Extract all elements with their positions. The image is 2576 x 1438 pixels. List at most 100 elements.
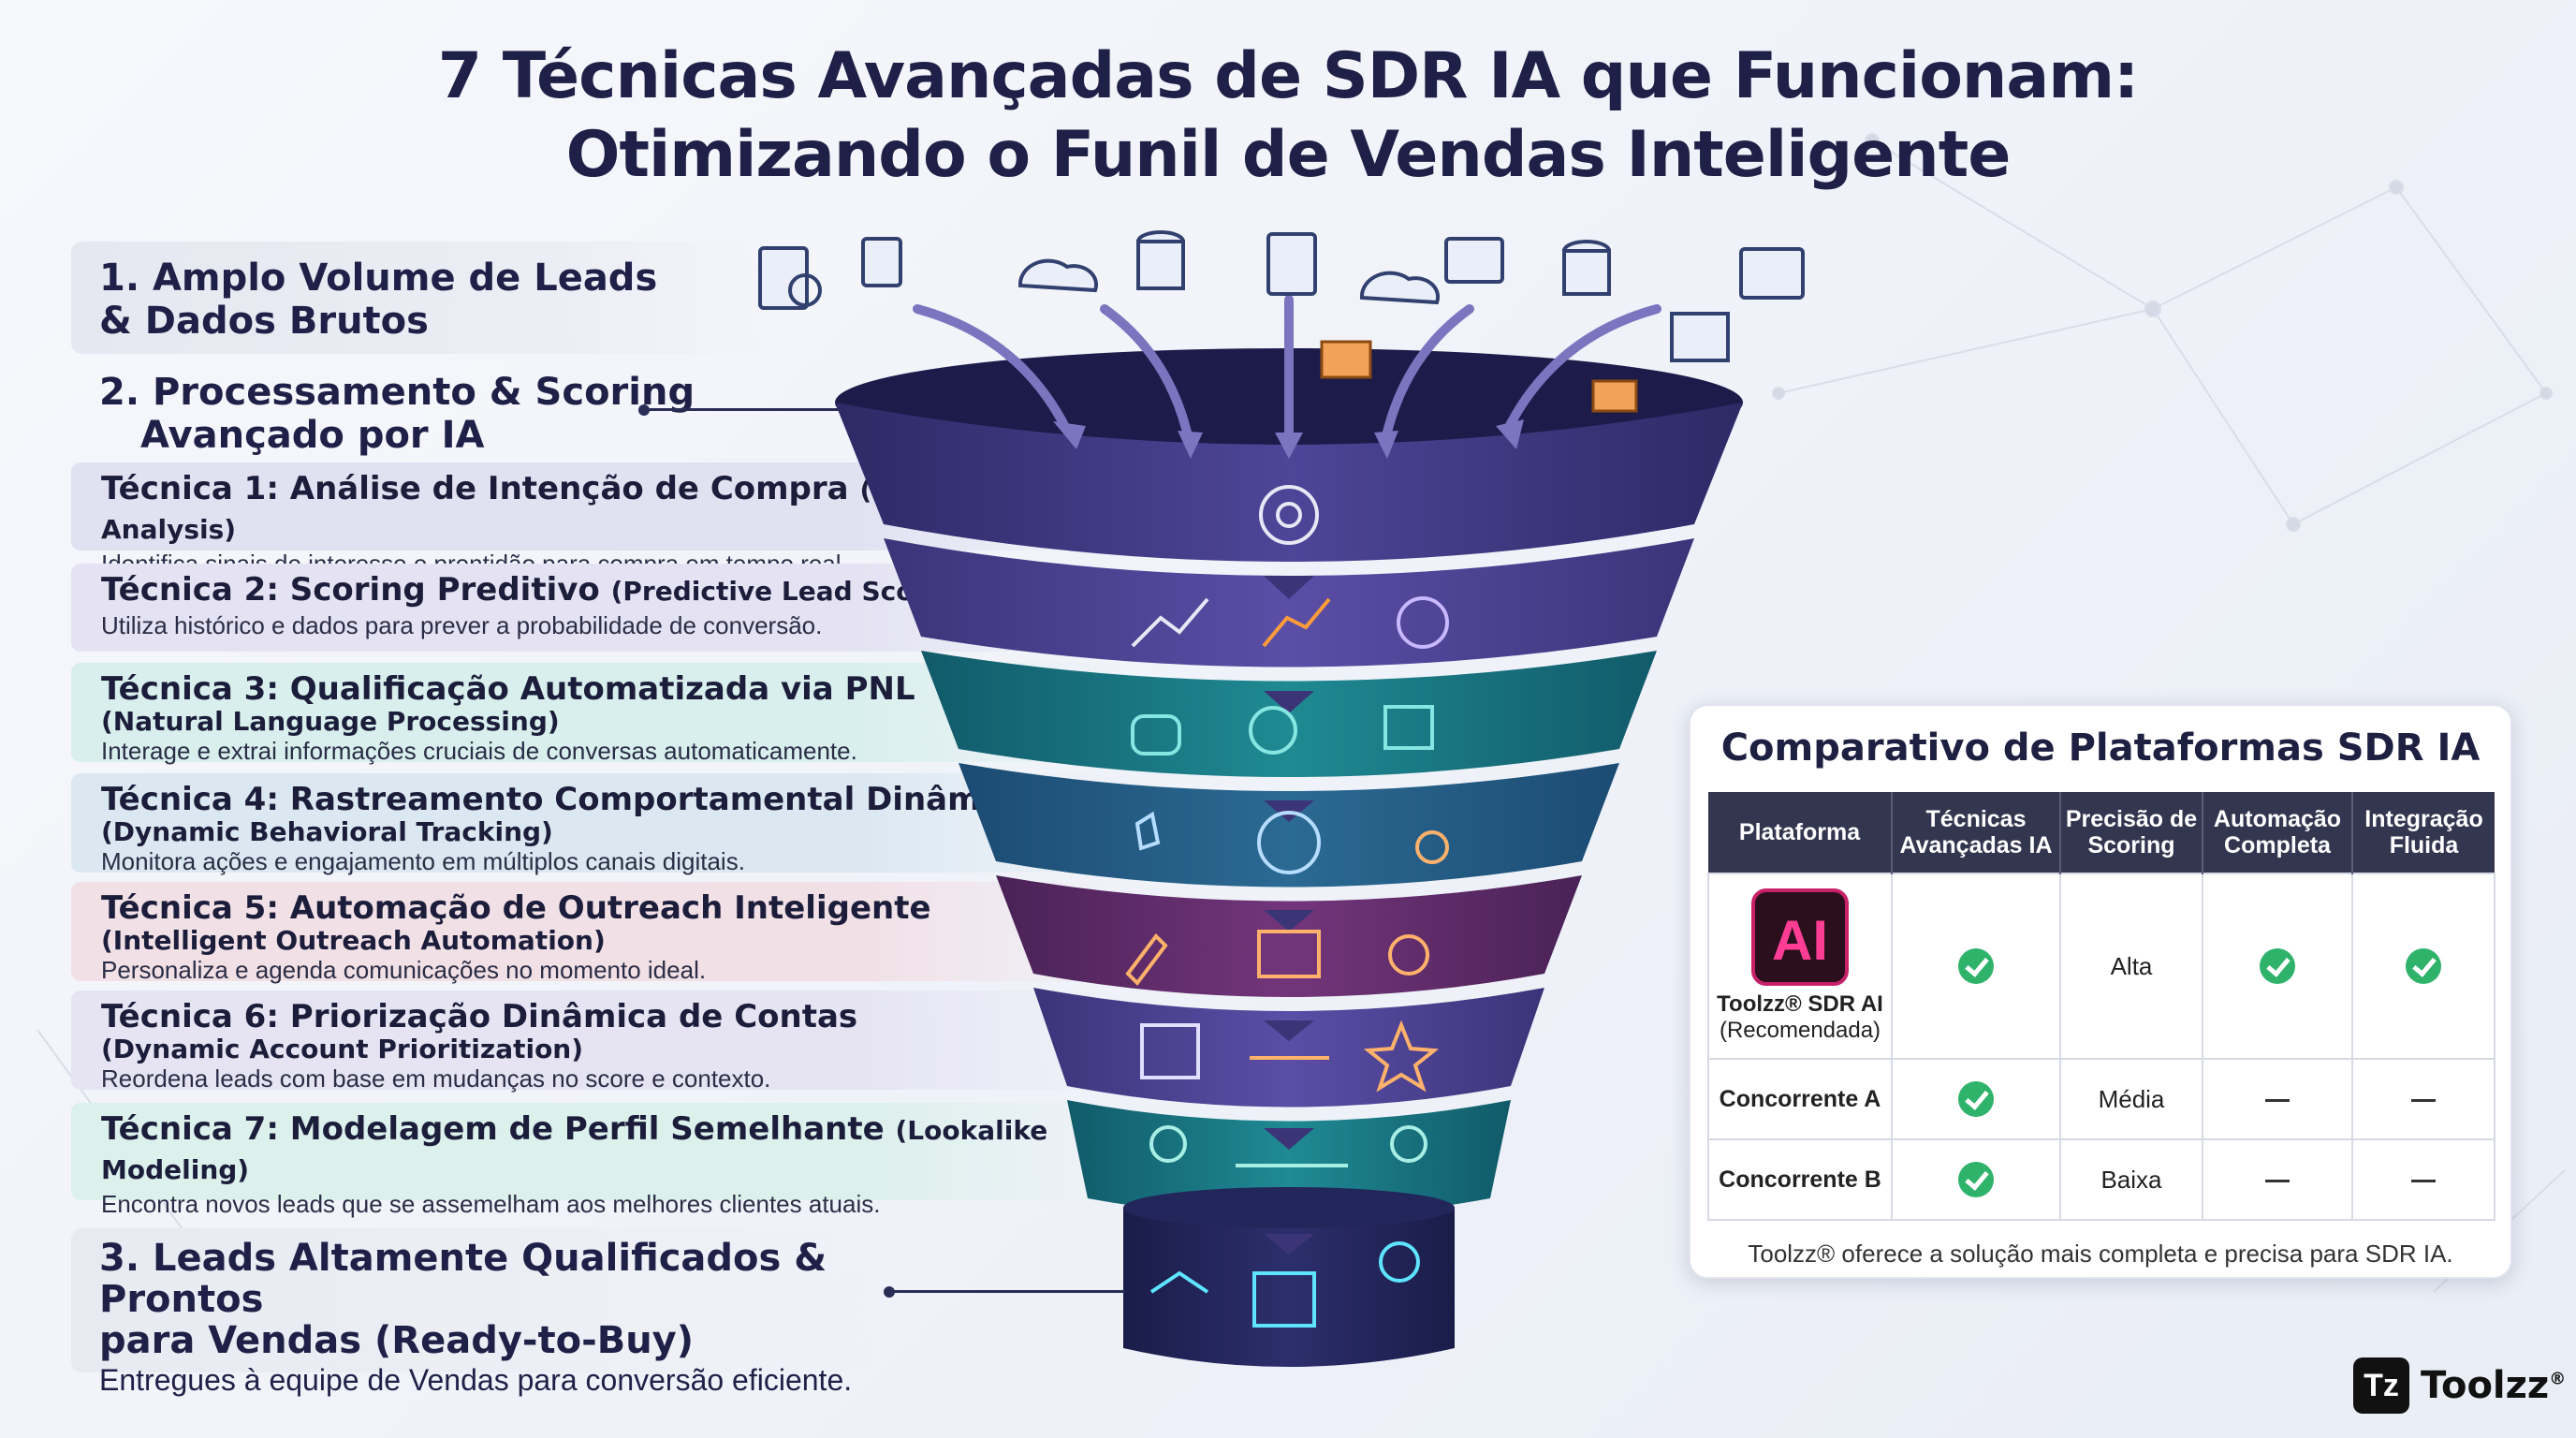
technique-desc: Utiliza histórico e dados para prever a … xyxy=(101,611,823,639)
technique-row: Técnica 6: Priorização Dinâmica de Conta… xyxy=(71,990,1120,1093)
cell-techniques xyxy=(1891,1138,2061,1221)
envelope-icon xyxy=(1320,340,1372,379)
stage-ai-processing-line2: Avançado por IA xyxy=(140,414,485,457)
stage-ai-processing-line1: 2. Processamento & Scoring xyxy=(99,371,695,414)
check-icon xyxy=(2406,948,2441,984)
document-search-icon xyxy=(758,246,809,310)
technique-desc: Reordena leads com base em mudanças no s… xyxy=(101,1064,771,1093)
handshake-icon xyxy=(1149,1270,1209,1294)
comparison-title: Comparativo de Plataformas SDR IA xyxy=(1720,726,2481,770)
check-icon xyxy=(1958,1081,1994,1117)
technique-row: Técnica 5: Automação de Outreach Intelig… xyxy=(71,882,1120,984)
gear-icon xyxy=(1388,934,1429,976)
cell-automation xyxy=(2202,873,2353,1060)
title-line-1: 7 Técnicas Avançadas de SDR IA que Funci… xyxy=(437,39,2140,113)
technique-row: Técnica 7: Modelagem de Perfil Semelhant… xyxy=(71,1103,1120,1218)
technique-title: Técnica 7: Modelagem de Perfil Semelhant… xyxy=(101,1110,1048,1185)
technique-title: Técnica 5: Automação de Outreach Intelig… xyxy=(101,889,931,927)
cell-techniques xyxy=(1891,1058,2061,1140)
user-profile-icon xyxy=(1257,811,1321,874)
stage3-connector-dot xyxy=(884,1286,895,1298)
table-row: AI Toolzz® SDR AI (Recomendada) Alta xyxy=(1707,873,2496,1060)
envelope-icon xyxy=(1670,312,1730,362)
stage-raw-leads: 1. Amplo Volume de Leads & Dados Brutos xyxy=(71,242,764,354)
dash-icon xyxy=(2265,1180,2290,1183)
header-precision: Precisão de Scoring xyxy=(2060,792,2203,873)
comparison-table: Plataforma Técnicas Avançadas IA Precisã… xyxy=(1707,792,2496,1221)
database-body-icon xyxy=(1562,249,1611,296)
calendar-check-icon xyxy=(1252,1271,1316,1328)
stage-raw-leads-line1: 1. Amplo Volume de Leads xyxy=(99,257,658,300)
cell-precision: Média xyxy=(2059,1058,2203,1140)
stage3-line1: 3. Leads Altamente Qualificados & Pronto… xyxy=(99,1237,827,1321)
header-platform: Plataforma xyxy=(1708,792,1893,873)
technique-title: Técnica 4: Rastreamento Comportamental D… xyxy=(101,781,1032,818)
rocket-icon xyxy=(1125,932,1168,987)
header-techniques: Técnicas Avançadas IA xyxy=(1892,792,2061,873)
technique-title: Técnica 6: Priorização Dinâmica de Conta… xyxy=(101,998,858,1035)
title-line-2: Otimizando o Funil de Vendas Inteligente xyxy=(565,118,2012,192)
funnel-segment-5 xyxy=(996,875,1582,997)
technique-title: Técnica 3: Qualificação Automatizada via… xyxy=(101,670,915,708)
main-title: 7 Técnicas Avançadas de SDR IA que Funci… xyxy=(0,37,2576,195)
profile-card-icon xyxy=(1444,237,1504,284)
funnel-output-top xyxy=(1123,1187,1455,1228)
cloud-icon xyxy=(1359,271,1441,305)
stage2-connector-dot xyxy=(638,404,650,416)
growth-chart-icon xyxy=(1262,597,1331,648)
line-chart-icon xyxy=(1131,597,1209,648)
technique-desc: Personaliza e agenda comunicações no mom… xyxy=(101,956,707,984)
dash-icon xyxy=(2265,1099,2290,1103)
document-search-icon xyxy=(1266,232,1317,296)
technique-subtitle: (Intelligent Outreach Automation) xyxy=(101,925,606,956)
dash-icon xyxy=(2411,1099,2436,1103)
cell-precision: Alta xyxy=(2059,873,2203,1060)
ai-chat-icon xyxy=(1249,706,1297,755)
toolzz-logo-mark: Tz xyxy=(2353,1357,2409,1414)
dash-icon xyxy=(2411,1180,2436,1183)
table-row: Concorrente A Média xyxy=(1707,1058,2496,1140)
lookalike-user-icon xyxy=(1390,1125,1427,1163)
cell-automation xyxy=(2202,1138,2353,1221)
email-at-icon xyxy=(1257,930,1321,978)
money-hand-icon xyxy=(1379,1241,1420,1283)
technique-desc: Encontra novos leads que se assemelham a… xyxy=(101,1190,881,1218)
cell-precision: Baixa xyxy=(2059,1138,2203,1221)
lookalike-user-icon xyxy=(1149,1125,1187,1163)
envelope-icon xyxy=(1591,379,1638,413)
check-icon xyxy=(1958,948,1994,984)
toolzz-brand: Tz Toolzz® xyxy=(2353,1357,2566,1414)
stage3-desc: Entregues à equipe de Vendas para conver… xyxy=(99,1363,853,1397)
robot-icon xyxy=(1131,714,1181,756)
technique-subtitle: (Natural Language Processing) xyxy=(101,706,560,737)
platform-cell: AI Toolzz® SDR AI (Recomendada) xyxy=(1707,873,1893,1060)
funnel-segment-2 xyxy=(884,538,1694,668)
cell-automation xyxy=(2202,1058,2353,1140)
technique-subtitle: (Dynamic Account Prioritization) xyxy=(101,1034,584,1064)
footprints-icon xyxy=(1134,811,1161,851)
platform-name: Toolzz® SDR AI xyxy=(1717,991,1883,1017)
document-search-icon xyxy=(861,237,902,287)
stage2-connector-line xyxy=(646,408,842,411)
comparison-footnote: Toolzz® oferece a solução mais completa … xyxy=(1748,1240,2453,1268)
funnel-segment-4 xyxy=(959,763,1619,888)
stage-ai-processing: 2. Processamento & Scoring Avançado por … xyxy=(99,371,695,457)
toolzz-brand-name: Toolzz® xyxy=(2421,1364,2567,1407)
ai-document-icon xyxy=(1383,705,1434,750)
brain-target-icon xyxy=(1259,485,1319,545)
crystal-ball-icon xyxy=(1397,596,1449,649)
funnel-output-cylinder xyxy=(1123,1208,1455,1367)
comparison-panel: Comparativo de Plataformas SDR IA Plataf… xyxy=(1689,704,2512,1279)
target-center-icon xyxy=(1276,502,1302,528)
toolzz-ai-logo: AI xyxy=(1751,888,1849,986)
cell-integration xyxy=(2351,1138,2496,1221)
platform-note: (Recomendada) xyxy=(1719,1018,1881,1043)
technique-row: Técnica 4: Rastreamento Comportamental D… xyxy=(71,773,1120,875)
funnel-segment-6 xyxy=(1033,988,1544,1108)
stage-qualified-leads: 3. Leads Altamente Qualificados & Pronto… xyxy=(71,1228,914,1397)
technique-subtitle: (Dynamic Behavioral Tracking) xyxy=(101,816,553,847)
platform-name: Concorrente A xyxy=(1707,1058,1893,1140)
table-row: Concorrente B Baixa xyxy=(1707,1138,2496,1221)
technique-desc: Interage e extrai informações cruciais d… xyxy=(101,737,857,765)
